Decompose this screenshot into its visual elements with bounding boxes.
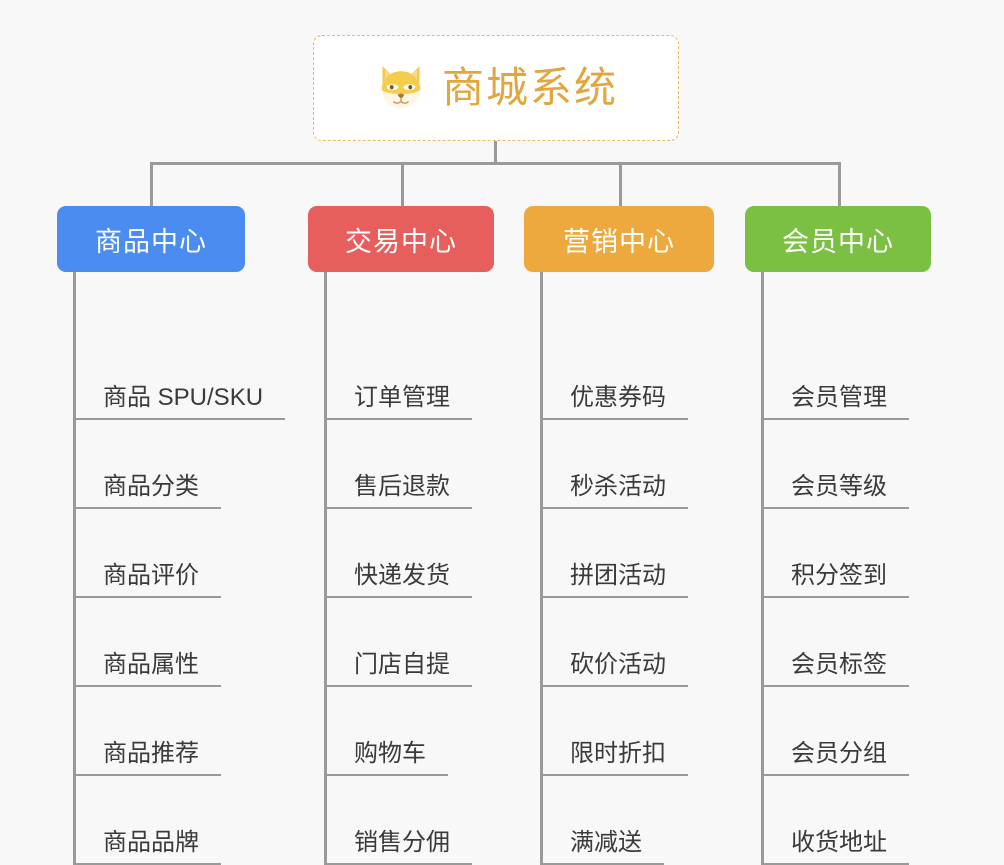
dog-face-icon (374, 61, 428, 115)
list-item-label: 拼团活动 (540, 561, 688, 598)
connector-branch-2 (619, 162, 622, 208)
branch-column-member: 会员中心 会员管理 会员等级 积分签到 会员标签 会员分组 收货地址 (745, 206, 931, 865)
branch-header-marketing[interactable]: 营销中心 (524, 206, 714, 272)
branch-header-transaction[interactable]: 交易中心 (308, 206, 494, 272)
branch-trunk (540, 272, 543, 865)
branch-trunk (73, 272, 76, 865)
list-item-label: 订单管理 (324, 383, 472, 420)
branch-header-product[interactable]: 商品中心 (57, 206, 245, 272)
list-item-label: 会员管理 (761, 383, 909, 420)
root-node[interactable]: 商城系统 (313, 35, 679, 141)
branch-trunk (324, 272, 327, 865)
list-item-label: 商品 SPU/SKU (73, 383, 286, 420)
list-item-label: 优惠券码 (540, 383, 688, 420)
list-item-label: 商品评价 (73, 561, 221, 598)
mindmap-canvas: 商城系统 商品中心 商品 SPU/SKU 商品分类 商品评价 商品属性 (57, 35, 931, 865)
list-item-label: 快递发货 (324, 561, 472, 598)
branch-header-label: 营销中心 (563, 226, 675, 257)
branch-header-label: 商品中心 (95, 226, 207, 257)
list-item-label: 满减送 (540, 828, 664, 865)
list-item-label: 会员等级 (761, 472, 909, 509)
list-item-label: 秒杀活动 (540, 472, 688, 509)
list-item-label: 砍价活动 (540, 650, 688, 687)
list-item-label: 商品推荐 (73, 739, 221, 776)
branch-header-label: 会员中心 (782, 226, 894, 257)
branch-trunk (761, 272, 764, 865)
branch-header-member[interactable]: 会员中心 (745, 206, 931, 272)
list-item-label: 限时折扣 (540, 739, 688, 776)
list-item-label: 会员标签 (761, 650, 909, 687)
root-title: 商城系统 (441, 64, 618, 111)
list-item-label: 会员分组 (761, 739, 909, 776)
list-item-label: 商品品牌 (73, 828, 221, 865)
connector-root-stem (494, 141, 497, 165)
list-item-label: 商品分类 (73, 472, 221, 509)
list-item-label: 收货地址 (761, 828, 909, 865)
branch-column-product: 商品中心 商品 SPU/SKU 商品分类 商品评价 商品属性 商品推荐 商品品牌 (57, 206, 286, 865)
branch-column-transaction: 交易中心 订单管理 售后退款 快递发货 门店自提 购物车 销售分佣 (308, 206, 494, 865)
list-item-label: 商品属性 (73, 650, 221, 687)
connector-branch-1 (401, 162, 404, 208)
list-item-label: 售后退款 (324, 472, 472, 509)
list-item-label: 积分签到 (761, 561, 909, 598)
branch-header-label: 交易中心 (345, 226, 457, 257)
branch-column-marketing: 营销中心 优惠券码 秒杀活动 拼团活动 砍价活动 限时折扣 满减送 (524, 206, 714, 865)
connector-branch-0 (150, 162, 153, 208)
list-item-label: 销售分佣 (324, 828, 472, 865)
connector-distribution-bar (150, 162, 840, 165)
list-item-label: 门店自提 (324, 650, 472, 687)
list-item-label: 购物车 (324, 739, 448, 776)
connector-branch-3 (838, 162, 841, 208)
